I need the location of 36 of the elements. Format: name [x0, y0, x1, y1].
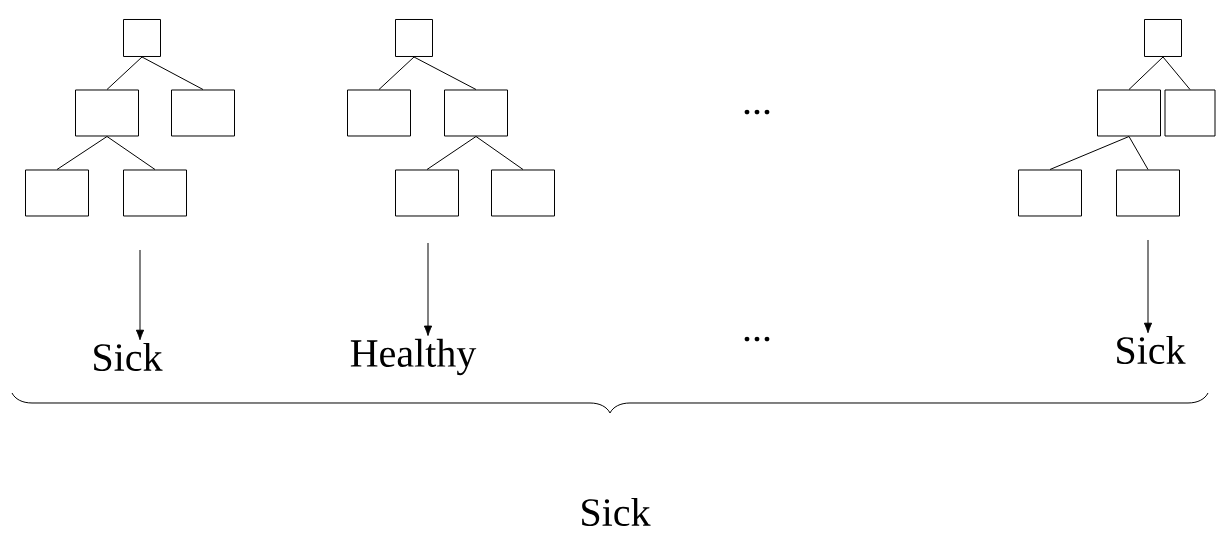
result-label: Sick: [1117, 335, 1186, 365]
arrow: [1143, 239, 1153, 334]
tree-branch: [1128, 56, 1164, 90]
tree-branch: [1128, 136, 1149, 170]
arrow: [423, 242, 433, 337]
tree-box: [1144, 19, 1182, 57]
tree-branch: [475, 136, 524, 170]
tree-box: [171, 89, 235, 137]
ellipsis: ...: [744, 336, 770, 342]
result-label: Healthy: [350, 338, 477, 376]
tree-branch: [106, 136, 156, 170]
tree-box: [395, 19, 433, 57]
tree-box: [1164, 89, 1216, 137]
ellipsis: ...: [744, 109, 770, 115]
tree-branch: [1162, 56, 1191, 90]
arrow: [135, 249, 145, 341]
tree-branch: [141, 56, 204, 90]
tree-box: [123, 169, 187, 217]
tree-branch: [426, 136, 477, 170]
result-label: Sick: [94, 342, 163, 372]
tree-box: [347, 89, 411, 137]
tree-box: [123, 19, 161, 57]
tree-box: [1097, 89, 1161, 137]
tree-box: [1018, 169, 1082, 217]
tree-branch: [56, 136, 108, 170]
tree-branch: [106, 56, 143, 90]
tree-box: [491, 169, 555, 217]
tree-box: [1116, 169, 1180, 217]
tree-branch: [378, 56, 415, 90]
result-label: Sick: [582, 497, 651, 527]
tree-box: [75, 89, 139, 137]
tree-box: [25, 169, 89, 217]
tree-box: [395, 169, 459, 217]
tree-box: [444, 89, 508, 137]
tree-branch: [1049, 136, 1130, 170]
tree-branch: [413, 56, 477, 90]
